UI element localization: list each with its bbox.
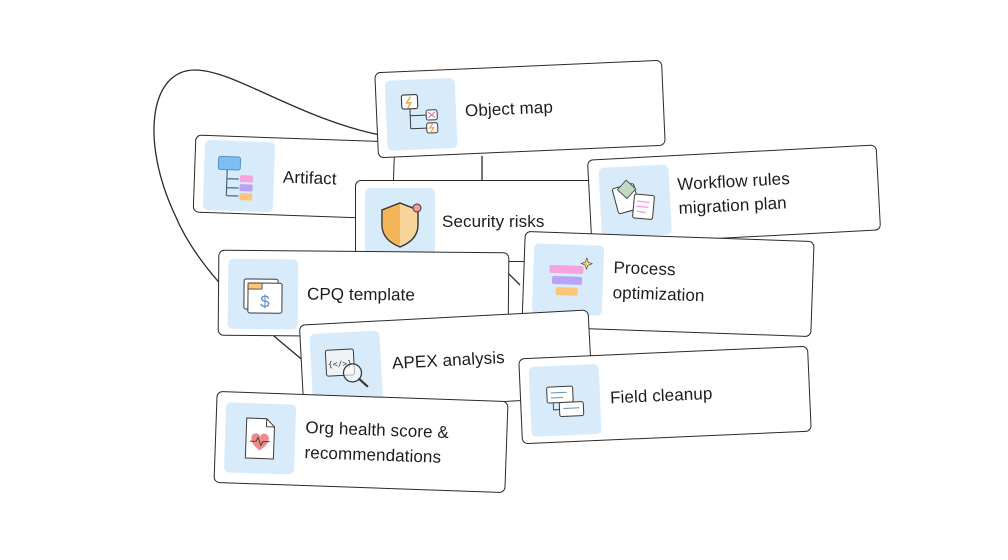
field-cleanup-card[interactable]: Field cleanup (518, 345, 812, 445)
stacked-bars-icon (531, 243, 605, 316)
heart-document-icon (223, 402, 297, 475)
form-fields-icon (528, 363, 602, 437)
object-map-card[interactable]: Object map (374, 59, 666, 159)
org-health-card[interactable]: Org health score & recommendations (213, 390, 509, 494)
security-risks-label: Security risks (442, 212, 545, 231)
artifact-label: Artifact (282, 167, 337, 189)
org-health-label-line1: Org health score & (305, 418, 450, 443)
apex-analysis-label: APEX analysis (391, 347, 506, 373)
svg-text:$: $ (260, 292, 270, 311)
org-health-label-line2: recommendations (304, 443, 442, 467)
object-map-label: Object map (464, 97, 554, 121)
code-magnifier-icon: {</>} (309, 330, 383, 405)
process-label-line2: optimization (612, 283, 705, 306)
process-optimization-card[interactable]: Process optimization (521, 230, 815, 338)
flow-chart-icon (384, 77, 458, 151)
shield-icon (365, 188, 435, 258)
workflow-label-line2: migration plan (678, 193, 788, 218)
dollar-document-icon: $ (227, 258, 299, 330)
field-cleanup-label: Field cleanup (609, 383, 713, 408)
hierarchy-icon (202, 139, 276, 213)
workflow-docs-icon (598, 164, 672, 238)
workflow-migration-card[interactable]: Workflow rules migration plan (586, 144, 882, 246)
process-label-line1: Process (613, 258, 676, 280)
svg-text:{</>}: {</>} (328, 359, 353, 369)
cpq-template-label: CPQ template (306, 284, 416, 305)
